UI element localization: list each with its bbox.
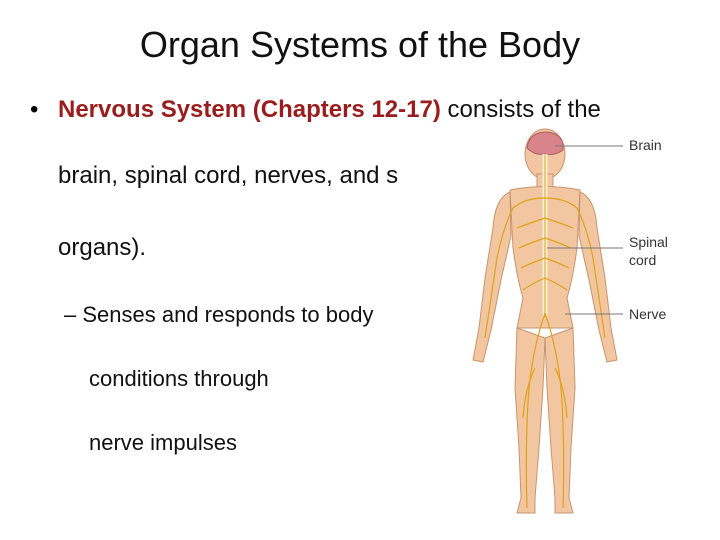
nerve-network [484,197,606,509]
bullet-main-line-1: Nervous System (Chapters 12-17) consists… [58,96,601,124]
bullet-main-line-3: organs). [58,234,147,261]
sub-bullet-line-3: nerve impulses [89,430,237,455]
label-spinal-cord-line-2: cord [629,252,657,268]
bullet-main-line-2: brain, spinal cord, nerves, and s [58,162,399,189]
label-brain: Brain [629,137,662,153]
sub-bullet-line-1: – Senses and responds to body [64,302,373,328]
body-illustration [472,128,623,514]
label-nerve: Nerve [629,306,667,322]
brain-shape [526,131,564,155]
label-spinal-cord-line-1: Spinal [629,234,668,250]
sub-bullet-line-2: conditions through [89,366,269,391]
bullet-dot: • [30,96,39,123]
bullet-main-text: consists of the [440,96,601,123]
sub-bullet-marker: – [64,302,77,327]
leader-lines [547,145,623,315]
bullet-highlight: Nervous System (Chapters 12-17) [58,96,441,123]
sub-bullet-text-1: Senses and responds to body [82,302,374,327]
nervous-system-figure: Brain Spinal cord Nerve [455,128,715,528]
slide-title: Organ Systems of the Body [139,24,581,65]
